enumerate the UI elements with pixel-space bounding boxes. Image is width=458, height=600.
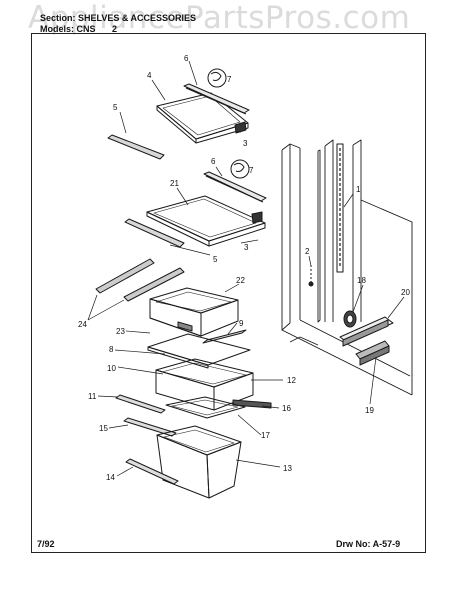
callout-12: 12 — [287, 376, 296, 385]
screw-2 — [308, 265, 314, 287]
upper-crisper-drawer — [149, 287, 239, 337]
callout-7-middle: 7 — [249, 166, 254, 175]
callout-1: 1 — [356, 185, 361, 194]
callout-13: 13 — [283, 464, 292, 473]
leader-lines — [87, 60, 405, 477]
callout-8: 8 — [109, 345, 114, 354]
callout-16: 16 — [282, 404, 291, 413]
drawer-glide-16 — [232, 399, 272, 409]
callout-23: 23 — [116, 327, 125, 336]
slide-rail-15 — [123, 417, 177, 437]
callout-19: 19 — [365, 406, 374, 415]
drawer-frame-17 — [165, 396, 246, 419]
crisper-rails — [95, 258, 185, 302]
crisper-rail-9 — [202, 329, 247, 344]
callout-5-upper: 5 — [113, 103, 118, 112]
upper-front-rail — [107, 134, 165, 160]
callout-18: 18 — [357, 276, 366, 285]
clip-icon-middle — [230, 159, 250, 179]
callout-15: 15 — [99, 424, 108, 433]
cam-18 — [343, 310, 357, 328]
upper-shelf-trim — [183, 83, 250, 115]
callout-6-upper: 6 — [184, 54, 189, 63]
callout-3-middle: 3 — [244, 243, 249, 252]
model-suffix: 2 — [112, 24, 118, 34]
crisper-cover — [147, 333, 251, 369]
bracket-19 — [355, 340, 390, 366]
shelf-ladder-1 — [336, 143, 344, 273]
callout-labels: 1 2 3 3 4 5 5 6 6 7 7 8 9 10 11 12 13 14… — [78, 54, 410, 482]
callout-5-middle: 5 — [213, 255, 218, 264]
upper-shelf — [156, 92, 249, 144]
callout-7-upper: 7 — [227, 75, 232, 84]
watermark: AppliancePartsPros.com — [28, 0, 411, 36]
middle-front-rail — [124, 218, 185, 248]
callout-24: 24 — [78, 320, 87, 329]
callout-3-upper: 3 — [243, 139, 248, 148]
callout-2: 2 — [305, 247, 310, 256]
drawing-number: Drw No: A-57-9 — [336, 539, 401, 549]
callout-22: 22 — [236, 276, 245, 285]
clip-icon-upper — [207, 68, 227, 88]
bracket-20 — [339, 316, 394, 347]
slide-rail-11 — [115, 394, 166, 414]
cabinet-liner — [281, 139, 413, 396]
diagram-frame — [31, 33, 426, 553]
callout-6-middle: 6 — [211, 157, 216, 166]
callout-4: 4 — [147, 71, 152, 80]
slide-rail-14 — [125, 458, 179, 485]
model-label-text: Models: CNS — [40, 24, 96, 34]
middle-shelf-trim — [203, 171, 267, 203]
callout-14: 14 — [106, 473, 115, 482]
footer-date: 7/92 — [37, 539, 55, 549]
callout-21: 21 — [170, 179, 179, 188]
section-title: Section: SHELVES & ACCESSORIES — [40, 13, 197, 23]
callout-20: 20 — [401, 288, 410, 297]
callout-10: 10 — [107, 364, 116, 373]
callout-11: 11 — [88, 392, 97, 401]
model-label: Models: CNS 2 — [40, 24, 117, 34]
callout-9: 9 — [239, 319, 244, 328]
callout-17: 17 — [261, 431, 270, 440]
bottom-bin — [156, 425, 242, 499]
lower-crisper-drawer — [155, 358, 254, 411]
